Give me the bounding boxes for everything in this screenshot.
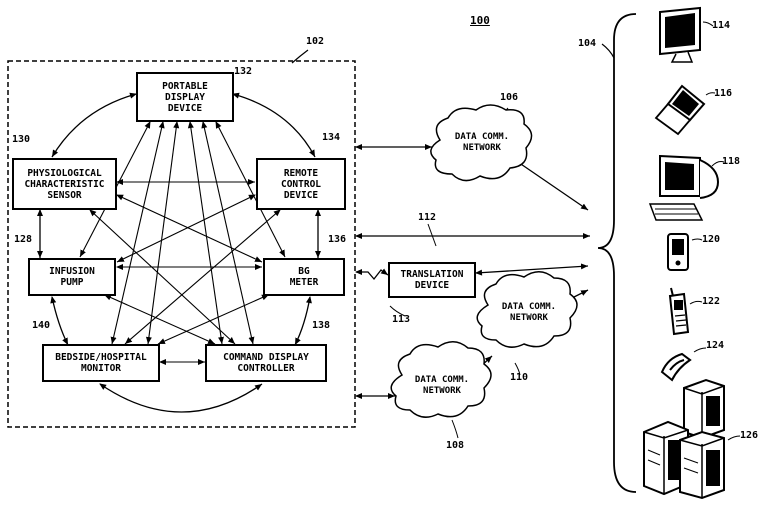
remote-control-ref: 134	[322, 132, 340, 143]
devices-brace-leader	[602, 44, 614, 58]
command-display-ref: 138	[312, 320, 330, 331]
server-cluster-ref: 126	[740, 430, 758, 441]
remote-control-device-box: REMOTE CONTROL DEVICE	[256, 158, 346, 210]
translation-device-box: TRANSLATION DEVICE	[388, 262, 476, 298]
infusion-pump-ref: 128	[14, 234, 32, 245]
portable-display-device-box: PORTABLE DISPLAY DEVICE	[136, 72, 234, 122]
bedside-monitor-ref: 140	[32, 320, 50, 331]
network-110-label: DATA COMM. NETWORK	[488, 302, 570, 324]
figure-number: 100	[470, 14, 490, 27]
translation-device-ref: 113	[392, 314, 410, 325]
bg-meter-ref: 136	[328, 234, 346, 245]
network-108-ref: 108	[446, 440, 464, 451]
portable-display-ref: 132	[234, 66, 252, 77]
infusion-pump-box: INFUSION PUMP	[28, 258, 116, 296]
bg-meter-box: BG METER	[263, 258, 345, 296]
devices-label: 104	[578, 38, 596, 49]
bedside-hospital-monitor-box: BEDSIDE/HOSPITAL MONITOR	[42, 344, 160, 382]
pda-icon	[668, 234, 702, 270]
laptop-ref: 116	[714, 88, 732, 99]
system-label: 102	[306, 36, 324, 47]
network-110-ref: 110	[510, 372, 528, 383]
server-cluster-icon	[644, 380, 740, 498]
link-label: 112	[418, 212, 436, 223]
desktop-computer-icon	[650, 156, 724, 220]
cell-phone-ref: 122	[702, 296, 720, 307]
sensor-ref: 130	[12, 134, 30, 145]
command-display-controller-box: COMMAND DISPLAY CONTROLLER	[205, 344, 327, 382]
devices-brace	[598, 14, 636, 492]
flip-phone-icon	[662, 348, 706, 380]
network-106-label: DATA COMM. NETWORK	[440, 132, 524, 154]
desktop-ref: 118	[722, 156, 740, 167]
laptop-icon	[656, 86, 715, 134]
flip-phone-ref: 124	[706, 340, 724, 351]
monitor-ref: 114	[712, 20, 730, 31]
monitor-icon	[660, 8, 713, 62]
pda-ref: 120	[702, 234, 720, 245]
physiological-sensor-box: PHYSIOLOGICAL CHARACTERISTIC SENSOR	[12, 158, 117, 210]
network-106-ref: 106	[500, 92, 518, 103]
cell-phone-icon	[670, 288, 702, 334]
network-108-label: DATA COMM. NETWORK	[400, 375, 484, 397]
